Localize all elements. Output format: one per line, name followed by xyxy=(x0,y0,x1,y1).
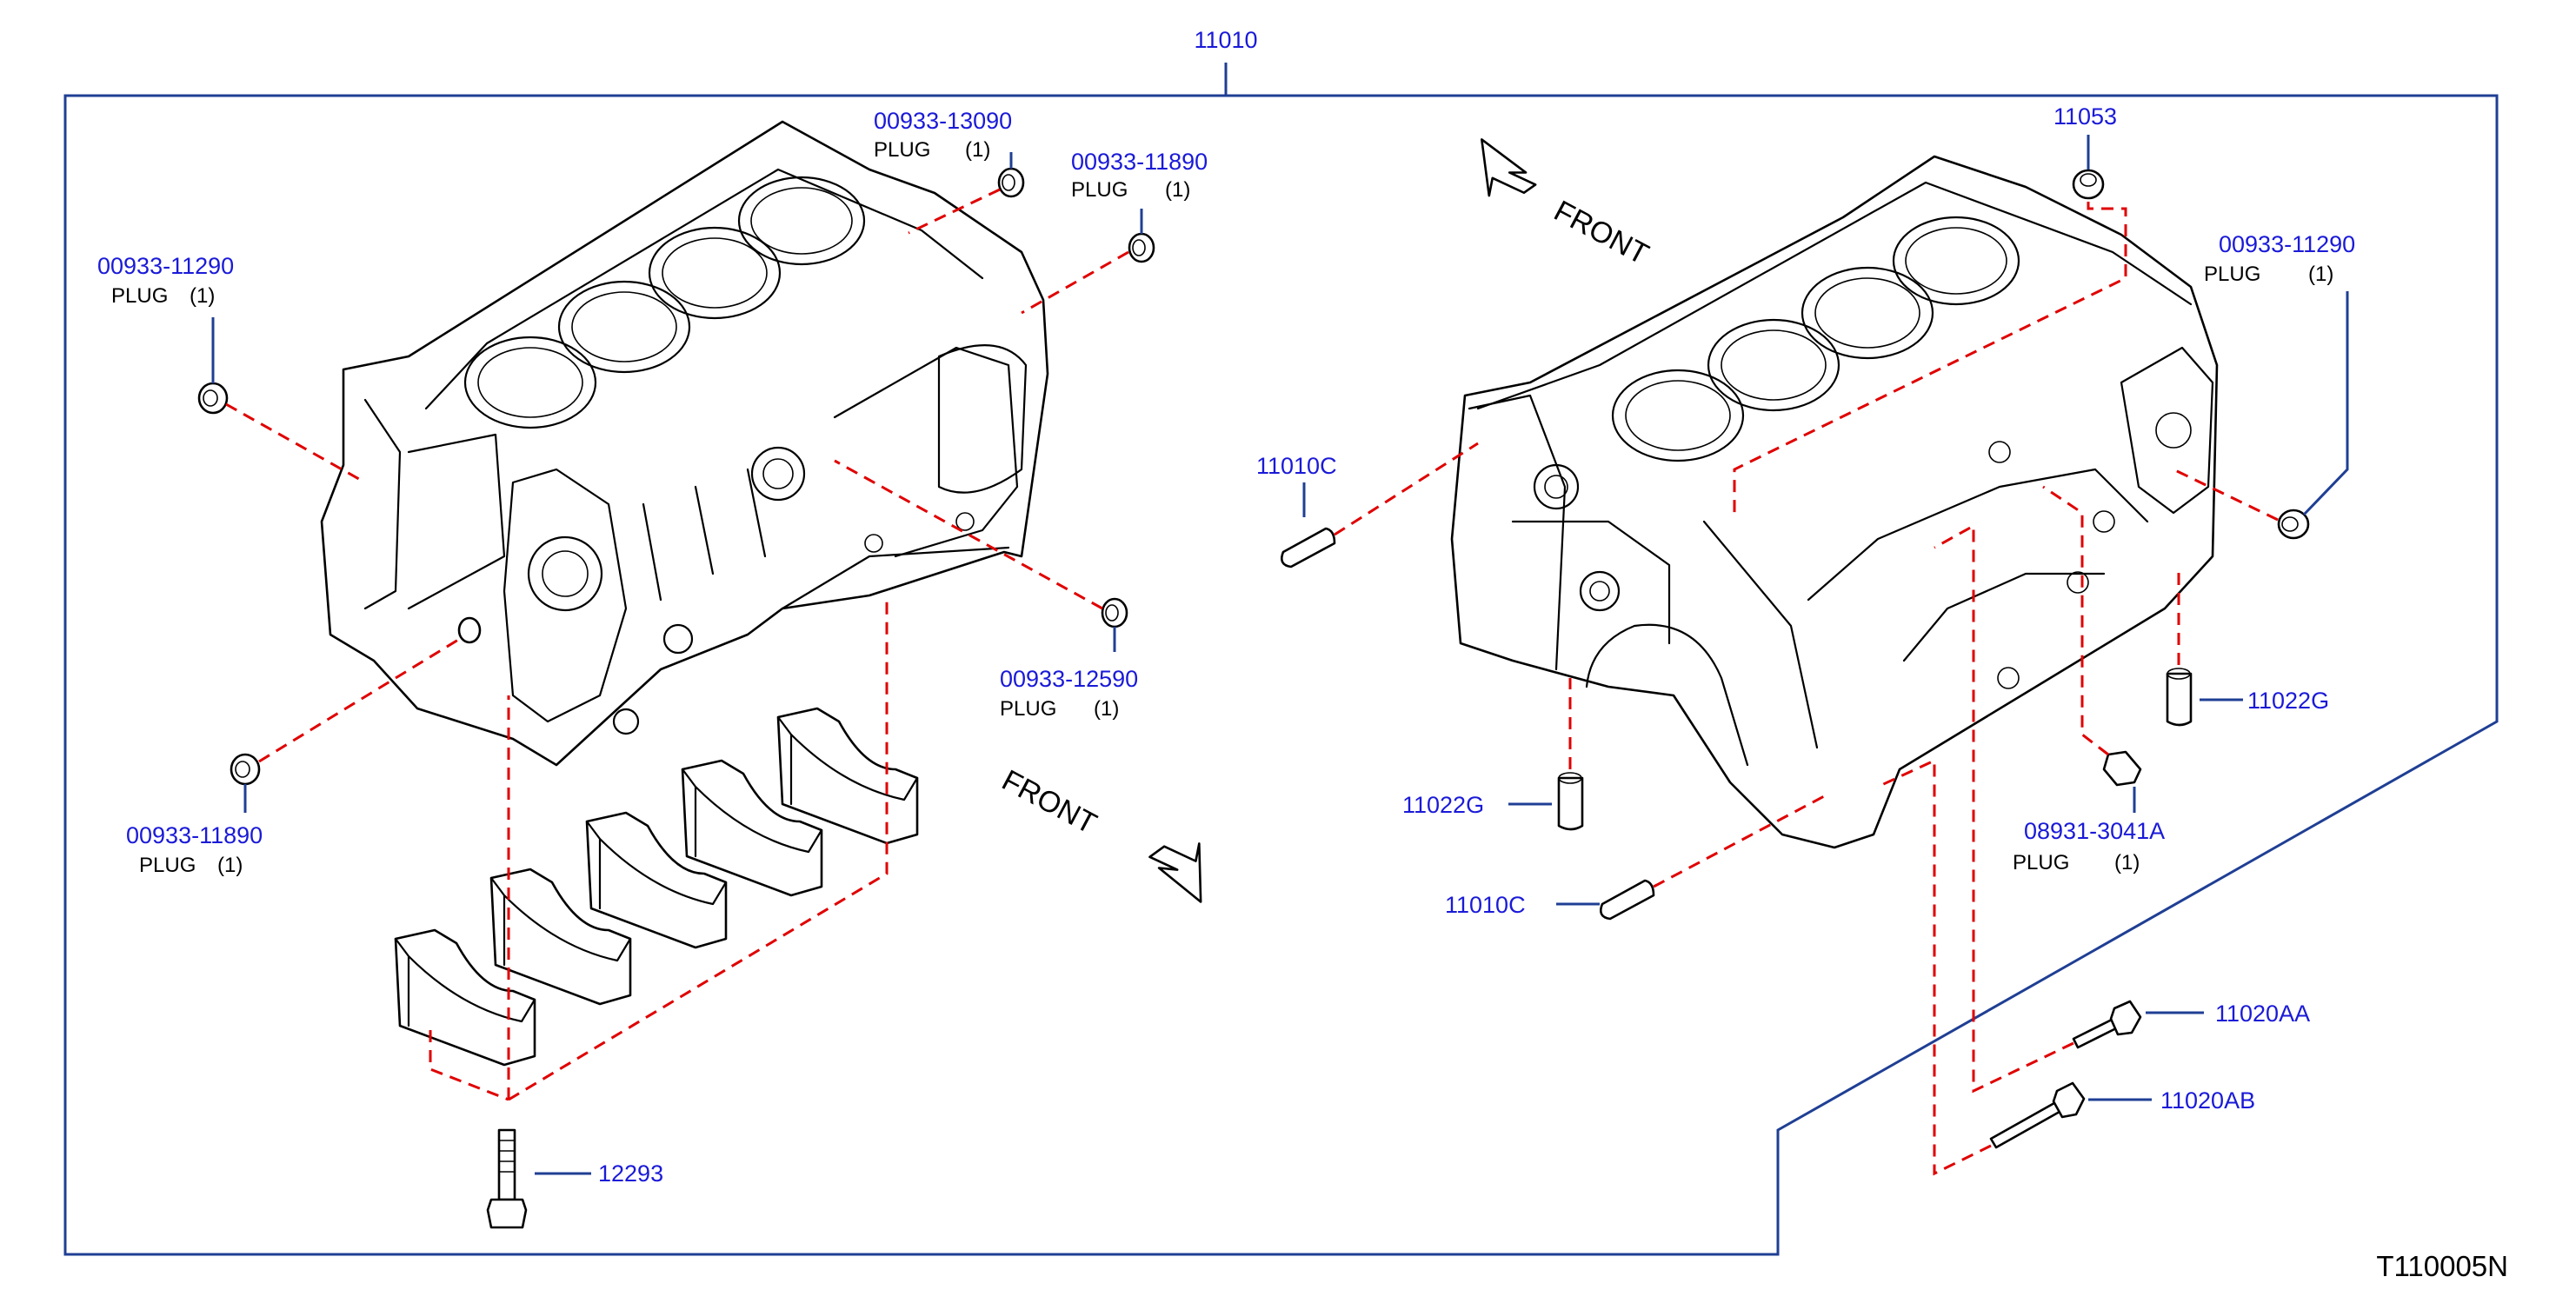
part-00933-12590-label: PLUG xyxy=(1000,697,1056,721)
main-bearing-caps xyxy=(394,600,919,1101)
dowel-11022g-right xyxy=(2166,565,2243,727)
part-11020aa-number[interactable]: 11020AA xyxy=(2215,1001,2310,1027)
part-00933-11890-lower-label: PLUG xyxy=(139,854,196,877)
part-00933-13090-qty: (1) xyxy=(965,138,990,162)
part-11022g-left-number[interactable]: 11022G xyxy=(1402,792,1484,818)
bolt-11020ab xyxy=(1877,758,2152,1176)
part-00933-11290-left-number[interactable]: 00933-11290 xyxy=(97,253,234,279)
plug-00933-13090 xyxy=(908,152,1025,235)
bolt-11020aa xyxy=(1934,523,2204,1094)
part-00933-12590-number[interactable]: 00933-12590 xyxy=(1000,666,1138,692)
plug-00933-11290-left xyxy=(197,317,366,484)
part-00933-11890-upper-label: PLUG xyxy=(1071,178,1128,202)
part-00933-12590-qty: (1) xyxy=(1094,697,1119,721)
plug-11053 xyxy=(1733,135,2127,513)
plug-00933-11890-lower xyxy=(230,616,482,813)
plug-08931-3041a xyxy=(2042,485,2142,813)
part-00933-11890-upper-number[interactable]: 00933-11890 xyxy=(1071,149,1208,175)
part-11022g-right-number[interactable]: 11022G xyxy=(2247,688,2329,714)
part-00933-11290-left-qty: (1) xyxy=(190,284,215,308)
part-11010c-upper-number[interactable]: 11010C xyxy=(1256,453,1337,479)
part-11010c-lower-number[interactable]: 11010C xyxy=(1445,892,1526,918)
assembly-frame xyxy=(63,63,2499,1256)
bearing-cap-2 xyxy=(489,868,632,1006)
front-arrow-right xyxy=(1481,138,1537,197)
dowel-11010c-upper xyxy=(1281,442,1479,569)
bolt-12293 xyxy=(486,1128,591,1229)
part-08931-3041a-label: PLUG xyxy=(2013,851,2069,874)
part-00933-11290-right-number[interactable]: 00933-11290 xyxy=(2219,231,2355,257)
right-cylinder-block-drawing xyxy=(1450,155,2219,849)
part-00933-11890-lower-qty: (1) xyxy=(217,854,243,877)
diagram-reference: T110005N xyxy=(2376,1250,2508,1282)
part-08931-3041a-number[interactable]: 08931-3041A xyxy=(2024,818,2165,844)
part-00933-11290-right-label: PLUG xyxy=(2204,263,2260,286)
bearing-cap-3 xyxy=(585,811,728,949)
plug-00933-12590 xyxy=(834,459,1128,652)
part-00933-13090-label: PLUG xyxy=(874,138,930,162)
part-00933-11290-left-label: PLUG xyxy=(111,284,168,308)
front-label-right: FRONT xyxy=(1548,195,1654,272)
part-12293-number[interactable]: 12293 xyxy=(598,1160,663,1187)
front-arrow-left xyxy=(1148,842,1202,903)
plug-00933-11290-right xyxy=(2173,291,2349,540)
part-00933-11890-upper-qty: (1) xyxy=(1165,178,1190,202)
part-00933-11890-lower-number[interactable]: 00933-11890 xyxy=(126,822,263,848)
bearing-cap-4 xyxy=(681,759,823,897)
part-00933-11290-right-qty: (1) xyxy=(2308,263,2333,286)
front-label-left: FRONT xyxy=(996,764,1102,841)
part-11020ab-number[interactable]: 11020AB xyxy=(2160,1087,2255,1114)
dowel-11010c-lower xyxy=(1556,794,1827,921)
part-11053-number[interactable]: 11053 xyxy=(2053,103,2117,130)
dowel-11022g-left xyxy=(1508,678,1584,831)
left-cylinder-block-drawing xyxy=(320,120,1049,767)
part-00933-13090-number[interactable]: 00933-13090 xyxy=(874,108,1012,134)
main-part-number[interactable]: 11010 xyxy=(1194,27,1257,53)
plug-00933-11890-upper xyxy=(1021,209,1155,315)
part-08931-3041a-qty: (1) xyxy=(2114,851,2140,874)
bearing-cap-5 xyxy=(776,707,919,845)
